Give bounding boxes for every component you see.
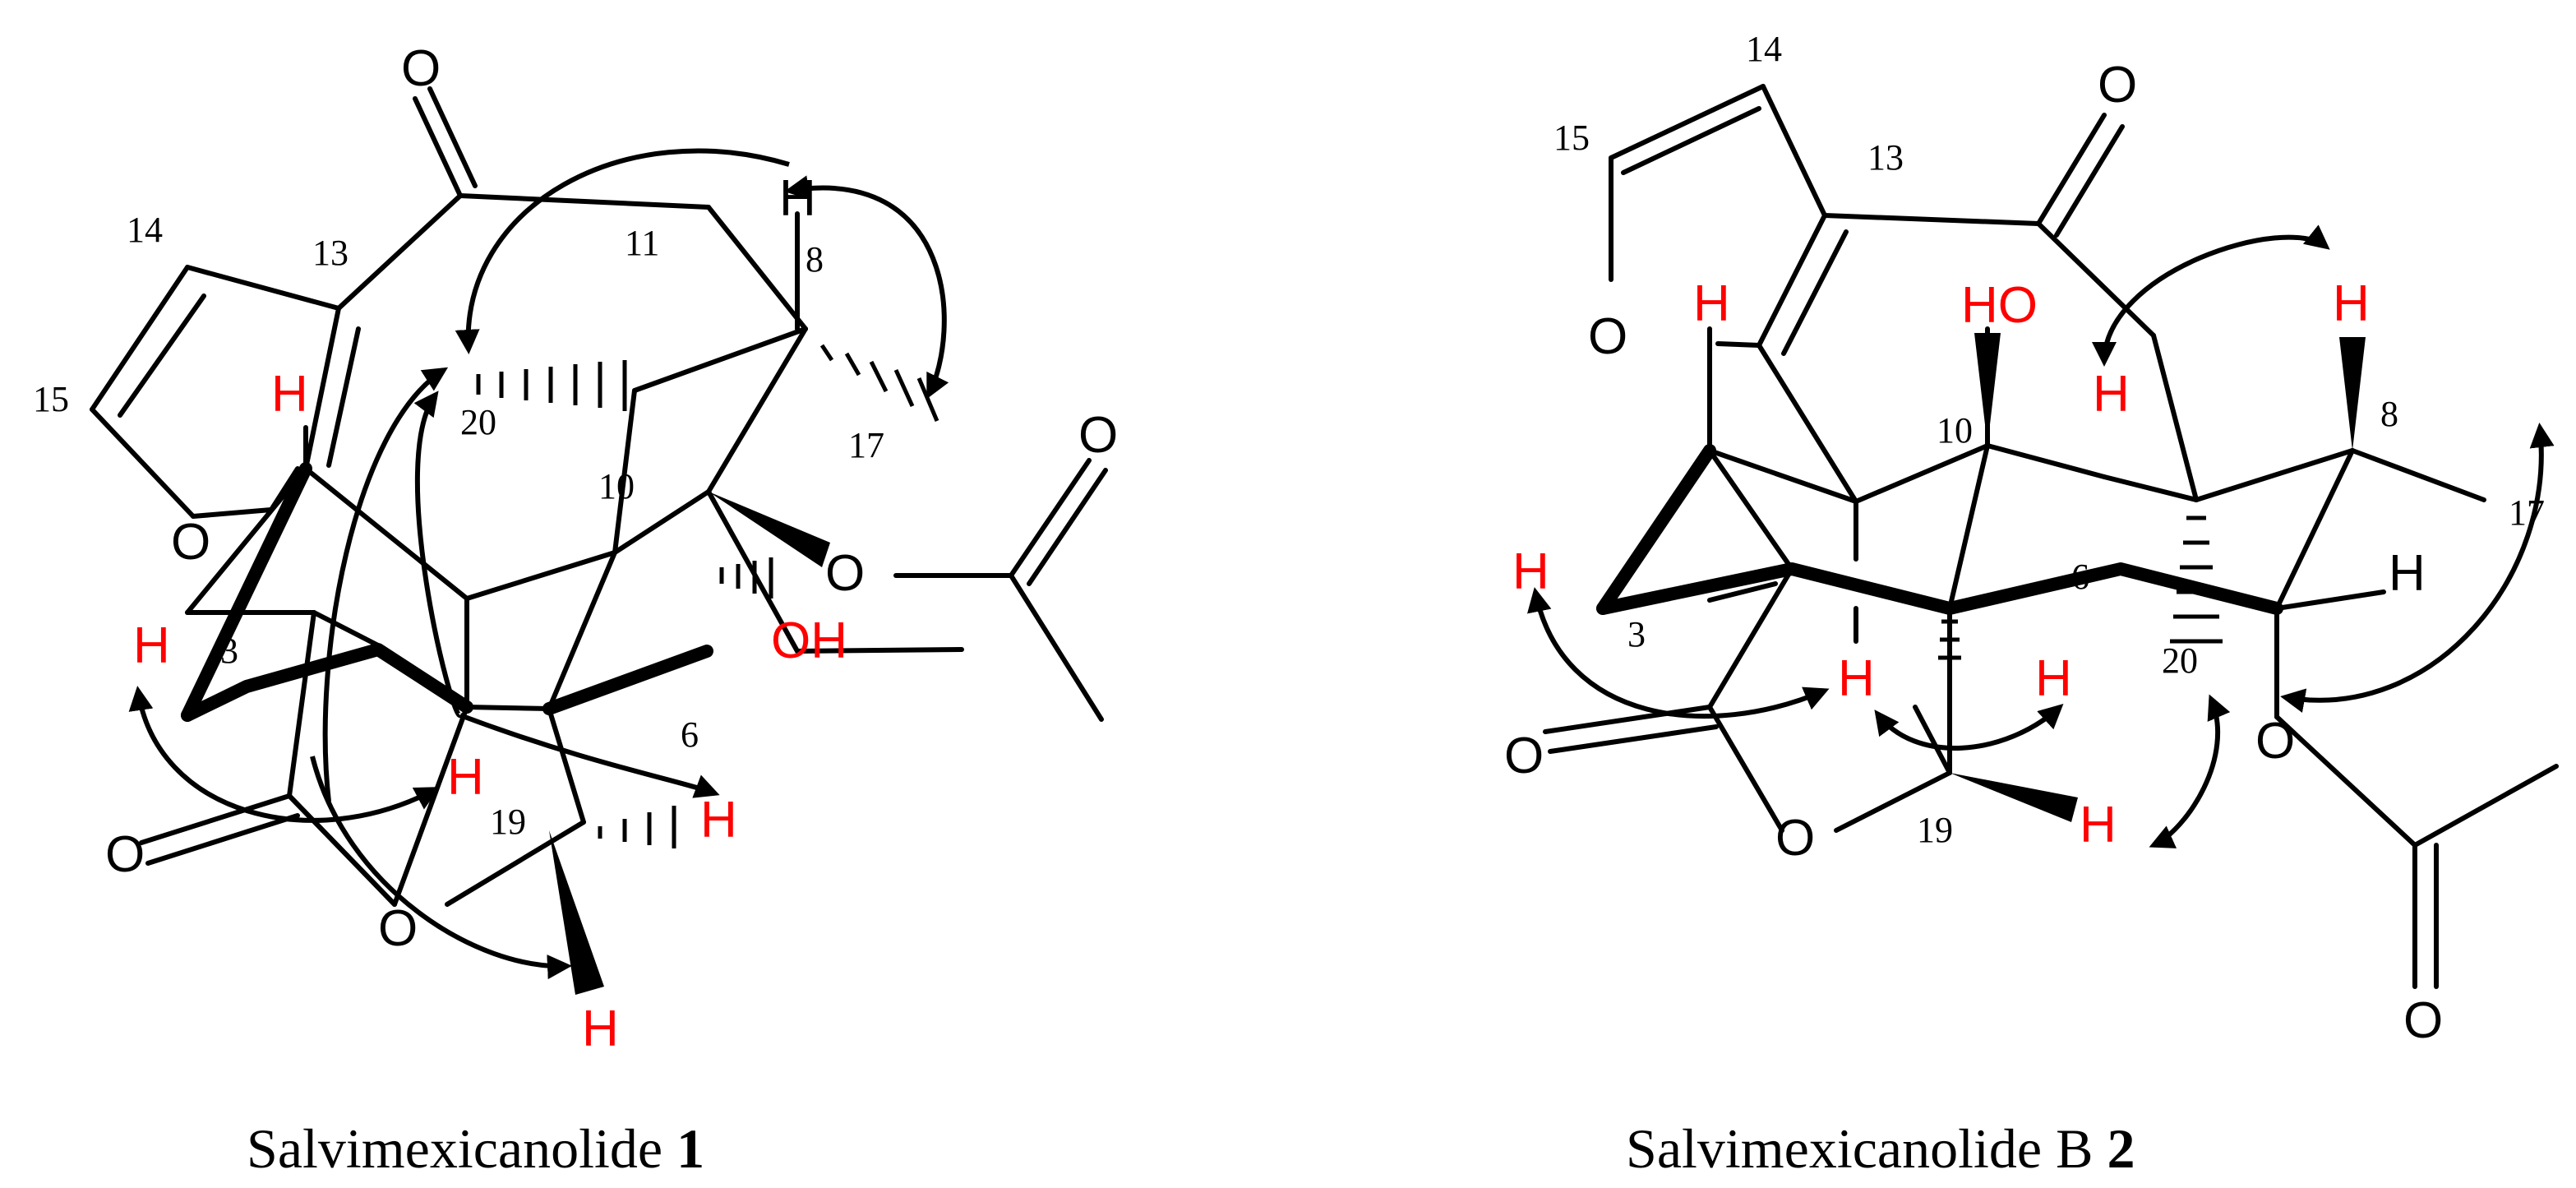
noe-arrows-compound-1 [128,148,949,980]
noe-arrows-compound-2 [1527,224,2555,848]
h19a-label-1: H [700,792,737,848]
carbon-number-3: 3 [220,631,238,671]
carbon-number-13-b: 13 [1867,137,1904,178]
carbon-number-13: 13 [312,233,349,273]
carbon-number-10-b: 10 [1937,410,1973,451]
carbon-number-14: 14 [127,210,163,250]
carbon-number-14-b: 14 [1746,29,1782,69]
stereo-bonds-compound-2 [1938,333,2366,822]
lactone-ring-oxygen-1: O [378,900,418,957]
compound-number-1: 1 [676,1117,704,1180]
atom-labels-compound-2: O O O O O O HO H H H H H H H H [1504,57,2443,1049]
carbon-numbers-compound-2: 3 6 8 10 13 14 15 17 19 20 [1553,29,2545,850]
structure-compound-2: O O O O O O HO H H H H H H H H 3 6 8 10 … [1504,29,2559,1180]
wedge-ho [1974,333,2001,446]
acetyl-carbonyl-oxygen-2: O [2403,992,2443,1049]
structure-compound-1: O O O O O O OH H H H H H H 3 6 8 10 11 1… [33,40,1118,1180]
hashed-bond-c20 [476,360,627,411]
acetyl-carbonyl-oxygen-1: O [1078,407,1118,464]
carbon-number-19: 19 [490,802,526,842]
bold-bonds-compound-2 [1596,444,2283,615]
atom-labels-compound-1: O O O O O O OH H H H H H H [105,40,1118,1057]
h16-label-1: H [271,366,308,423]
hashed-bond-oh [719,557,773,599]
lactone-carbonyl-oxygen-1: O [105,826,145,883]
carbon-number-11: 11 [625,223,659,263]
hashed-bond-h19 [598,806,676,848]
h8-label-1: H [779,170,816,227]
carbon-number-17-b: 17 [2509,492,2545,533]
carbon-number-20: 20 [460,402,496,442]
carbon-number-6: 6 [681,714,699,755]
wedge-h8 [2339,337,2366,451]
bonds-compound-2 [1543,84,2559,989]
h8-label-2: H [2333,275,2370,332]
hydroxyl-group-2: HO [1961,277,2038,334]
carbon-number-19-b: 19 [1917,810,1953,850]
lactone-ring-oxygen-2: O [1775,810,1815,867]
carbon-number-20-b: 20 [2162,640,2198,681]
stereo-bonds-compound-1 [476,344,939,995]
carbon-number-15: 15 [33,379,69,419]
hydroxyl-group-1: OH [771,612,847,669]
wedge-h19 [549,830,604,995]
furan-oxygen-2: O [1588,308,1627,365]
wedge-oac [709,492,830,567]
h1-label-2: H [1512,543,1549,600]
carbon-number-3-b: 3 [1627,614,1646,654]
carbon-number-8-b: 8 [2380,394,2398,434]
ketone-oxygen-2: O [2098,57,2137,113]
h19a-label-2: H [1838,650,1875,707]
h7-label-2: H [2389,545,2426,602]
hashed-bond-c20 [2170,515,2223,644]
hashed-bond-h5 [1938,619,1961,660]
hashed-bond-c17 [819,344,939,422]
compound-caption-2: Salvimexicanolide B 2 [1626,1117,2135,1180]
h19b-label-1: H [582,1001,619,1057]
carbon-number-15-b: 15 [1553,118,1590,158]
carbon-number-8: 8 [806,239,824,280]
carbon-number-10: 10 [598,466,635,506]
compound-name-2: Salvimexicanolide B [1626,1117,2107,1180]
carbon-number-17: 17 [848,425,884,465]
ketone-oxygen-1: O [401,40,441,97]
carbon-number-6-b: 6 [2071,557,2089,597]
carbon-numbers-compound-1: 3 6 8 10 11 13 14 15 17 19 20 [33,210,884,842]
h19b-label-2: H [2035,650,2072,707]
ester-oxygen-1: O [825,545,865,602]
h5-label-1: H [447,749,484,806]
h11-label-2: H [2093,366,2130,423]
wedge-h19 [1950,773,2078,822]
lactone-carbonyl-oxygen-2: O [1504,728,1544,784]
h19c-label-2: H [2080,797,2117,853]
compound-name-1: Salvimexicanolide [247,1117,676,1180]
ester-oxygen-2: O [2255,713,2295,770]
h1-label-1: H [133,617,170,674]
compound-caption-1: Salvimexicanolide 1 [247,1117,704,1180]
furan-oxygen-1: O [171,514,210,571]
compound-number-2: 2 [2107,1117,2135,1180]
h16-label-2: H [1693,275,1730,332]
